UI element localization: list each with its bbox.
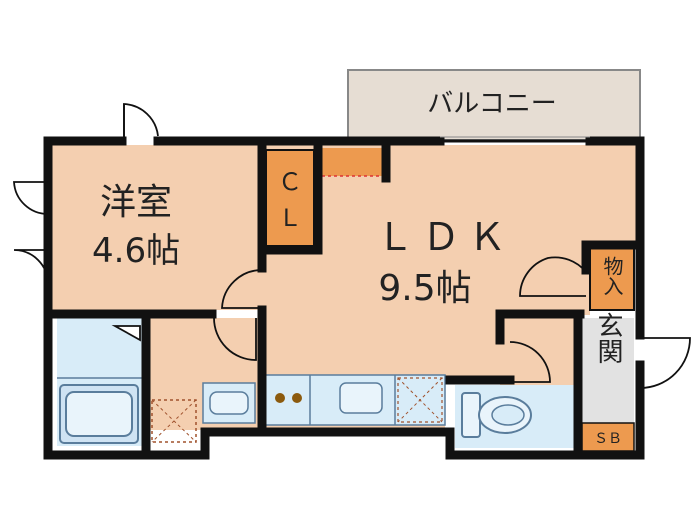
- door-toilet: [509, 341, 551, 383]
- washer-space: [151, 399, 197, 443]
- ldk-name: ＬＤＫ: [376, 215, 514, 259]
- shoe-box-label: ＳＢ: [594, 431, 622, 447]
- ldk-size: 9.5帖: [378, 268, 471, 309]
- door-bath: [111, 325, 141, 342]
- western-room-floor: [52, 145, 262, 310]
- door-western-ldk: [221, 269, 263, 309]
- ldk-alcove: [322, 148, 382, 176]
- door-entrance: [639, 337, 691, 389]
- closet: Ｃ Ｌ: [265, 149, 315, 247]
- door-western-top: [123, 103, 159, 141]
- toilet: [461, 392, 532, 438]
- door-storage: [519, 256, 587, 297]
- walls: [43, 136, 645, 460]
- kitchen: [264, 374, 446, 426]
- closet-label-c: Ｃ: [278, 168, 302, 196]
- closet-label-l: Ｌ: [278, 204, 302, 232]
- stove-burner-2: [292, 393, 302, 403]
- storage: 物入: [589, 244, 635, 311]
- storage-label: 物入: [600, 256, 624, 296]
- western-room-size: 4.6帖: [92, 231, 180, 271]
- kitchen-sink: [339, 382, 383, 414]
- shoe-box: ＳＢ: [581, 422, 635, 452]
- door-washroom: [213, 317, 257, 361]
- window-west-upper: [13, 181, 49, 215]
- bathtub: [59, 384, 139, 444]
- window-west-lower: [13, 249, 49, 285]
- balcony-label: バルコニー: [427, 89, 556, 119]
- fridge-space: [397, 377, 443, 423]
- stove-burner-1: [275, 393, 285, 403]
- vanity-sink: [202, 382, 256, 424]
- doors: [13, 103, 691, 389]
- balcony: バルコニー: [347, 69, 641, 141]
- entrance: 玄関: [582, 312, 634, 423]
- entrance-label: 玄関: [593, 312, 623, 364]
- western-room-name: 洋室: [100, 182, 172, 223]
- ldk-floor: [262, 145, 636, 430]
- hallway-floor: [500, 315, 580, 385]
